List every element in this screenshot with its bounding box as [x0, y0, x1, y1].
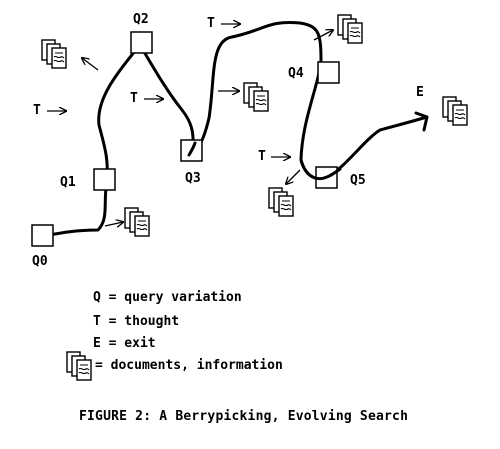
exit-arrowhead	[414, 111, 429, 132]
document-arrow	[104, 222, 123, 226]
query-box-q4	[317, 61, 340, 84]
label-q1: Q1	[60, 175, 76, 190]
legend-exit: E = exit	[93, 336, 156, 351]
label-thought: T	[130, 91, 138, 106]
search-path	[42, 20, 429, 238]
label-q2: Q2	[133, 12, 149, 27]
figure-caption: FIGURE 2: A Berrypicking, Evolving Searc…	[79, 409, 409, 424]
legend-thought: T = thought	[93, 314, 180, 329]
query-box-q2	[130, 31, 153, 54]
legend-documents: = documents, information	[95, 358, 283, 373]
document-arrow	[82, 58, 99, 71]
label-thought: T	[33, 103, 41, 118]
query-box-q1	[93, 168, 116, 191]
label-exit: E	[416, 85, 424, 100]
legend-query: Q = query variation	[93, 290, 242, 305]
label-q4: Q4	[288, 66, 304, 81]
document-stack-icon	[243, 82, 269, 112]
document-stack-icon	[442, 96, 468, 126]
legend-document-icon	[66, 351, 92, 381]
document-arrow	[313, 30, 333, 41]
query-box-q0	[31, 224, 54, 247]
document-arrow	[286, 169, 301, 184]
label-q5: Q5	[350, 173, 366, 188]
document-stack-icon	[124, 207, 150, 237]
label-thought: T	[207, 16, 215, 31]
label-q0: Q0	[32, 254, 48, 269]
document-stack-icon	[41, 39, 67, 69]
document-stack-icon	[268, 187, 294, 217]
label-thought: T	[258, 149, 266, 164]
label-q3: Q3	[185, 171, 201, 186]
document-stack-icon	[337, 14, 363, 44]
